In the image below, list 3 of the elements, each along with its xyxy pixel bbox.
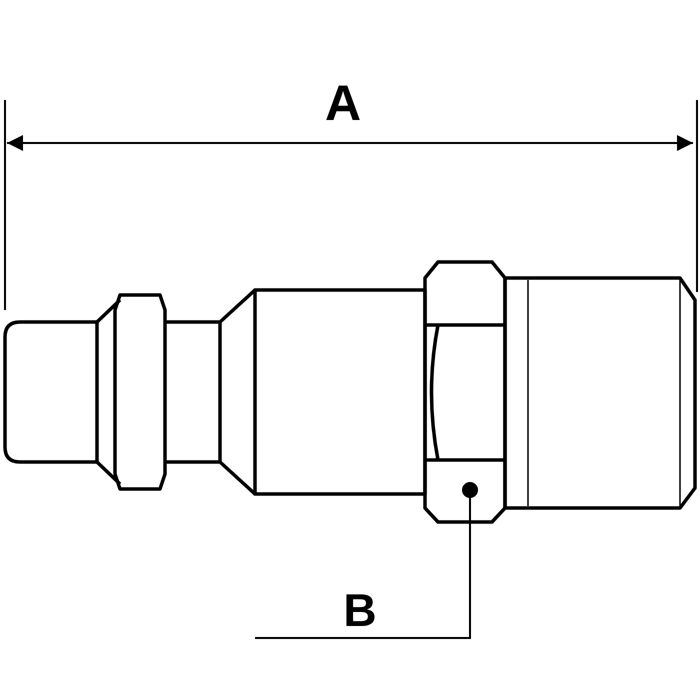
- leader-line: [254, 497, 471, 639]
- dimension-label: A: [325, 78, 362, 128]
- callout-letter: B: [336, 587, 384, 638]
